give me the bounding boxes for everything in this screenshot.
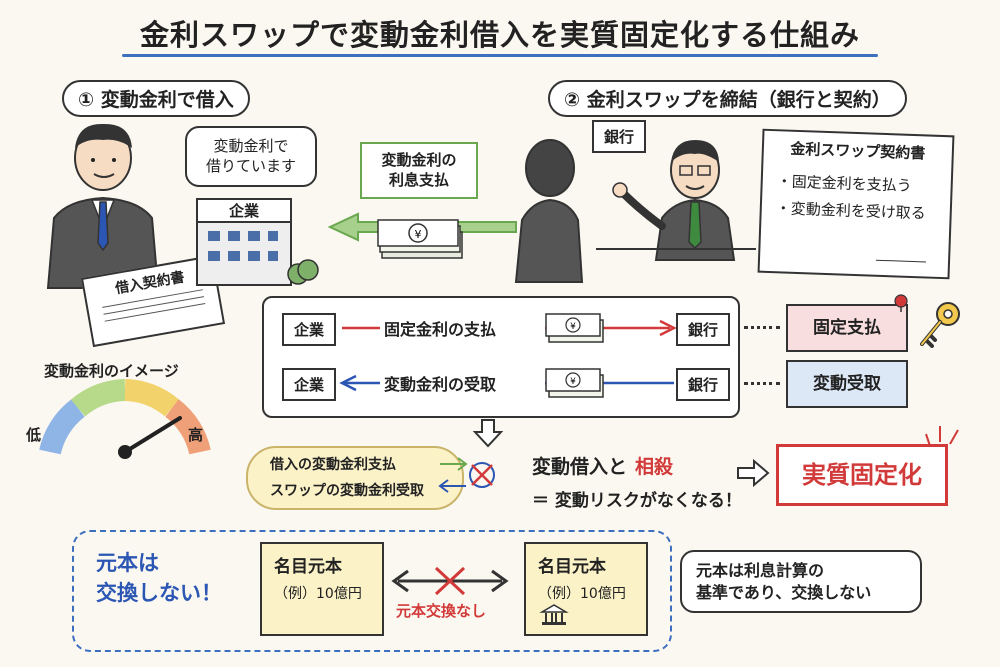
rate-gauge-icon bbox=[39, 379, 211, 459]
flow-row1-company: 企業 bbox=[282, 313, 337, 346]
svg-text:¥: ¥ bbox=[570, 322, 576, 332]
flow-row1-bank: 銀行 bbox=[676, 313, 731, 346]
dotted-leader bbox=[744, 382, 780, 385]
flow-row1-text: 固定金利の支払 bbox=[384, 320, 497, 339]
step2-label: ② 金利スワップを締結（銀行と契約） bbox=[548, 80, 907, 117]
down-arrow-icon bbox=[472, 419, 504, 448]
svg-text:¥: ¥ bbox=[570, 377, 576, 387]
banker-illustration bbox=[612, 140, 736, 261]
swap-contract: 金利スワップ契約書 ・固定金利を支払う ・変動金利を受け取る bbox=[757, 128, 955, 280]
payment-line: 利息支払 bbox=[388, 171, 449, 190]
bubble-line: 基準であり、交換しない bbox=[696, 582, 872, 602]
pushpin-icon bbox=[894, 294, 908, 312]
key-icon bbox=[920, 302, 960, 348]
money-stack-icon: ¥ bbox=[377, 219, 463, 259]
no-exchange-label: 元本交換なし bbox=[396, 602, 487, 620]
offset-line2: ＝ 変動リスクがなくなる！ bbox=[532, 491, 742, 511]
gauge-title: 変動金利のイメージ bbox=[44, 362, 179, 380]
money-stack-icon: ¥ bbox=[545, 368, 604, 398]
cloud-line: 借入の変動金利支払 bbox=[270, 457, 396, 473]
result-badge: 実質固定化 bbox=[776, 444, 948, 506]
building-windows bbox=[208, 231, 278, 261]
notional-card-title: 名目元本 bbox=[274, 557, 342, 577]
offset-cross-icon bbox=[438, 457, 495, 493]
notional-label-line: 交換しない！ bbox=[96, 581, 222, 606]
company-building: 企業 bbox=[196, 198, 292, 286]
flow-row2-bank: 銀行 bbox=[676, 368, 731, 401]
svg-text:¥: ¥ bbox=[415, 228, 422, 241]
money-stack-icon: ¥ bbox=[545, 313, 604, 343]
notional-card-company: 名目元本 （例）10億円 bbox=[260, 542, 384, 636]
flow-row2-text: 変動金利の受取 bbox=[384, 375, 497, 394]
dotted-leader bbox=[744, 326, 780, 329]
notional-speech-bubble: 元本は利息計算の 基準であり、交換しない bbox=[680, 550, 922, 614]
bubble-line: 元本は利息計算の bbox=[696, 561, 825, 580]
bank-sign: 銀行 bbox=[592, 120, 647, 153]
speech-line: 借りています bbox=[205, 157, 296, 176]
offset-cloud: 借入の変動金利支払 スワップの変動金利受取 bbox=[246, 446, 464, 510]
variable-receive-tag: 変動受取 bbox=[786, 360, 908, 408]
bush-icon bbox=[287, 259, 319, 285]
swap-contract-title: 金利スワップ契約書 bbox=[790, 139, 926, 163]
notional-box bbox=[72, 530, 672, 652]
emphasis-marks-icon bbox=[925, 426, 959, 447]
company-sign: 企業 bbox=[198, 200, 290, 223]
client-back-illustration bbox=[514, 139, 584, 283]
notional-card-title: 名目元本 bbox=[538, 557, 606, 577]
notional-left-label: 元本は 交換しない！ bbox=[96, 548, 222, 609]
page-title: 金利スワップで変動金利借入を実質固定化する仕組み bbox=[139, 18, 860, 52]
cloud-line: スワップの変動金利受取 bbox=[270, 483, 424, 499]
notional-card-value: （例）10億円 bbox=[538, 586, 626, 602]
offset-line1: 変動借入と相殺 bbox=[532, 452, 673, 479]
flow-row2-company: 企業 bbox=[282, 368, 337, 401]
notional-card-value: （例）10億円 bbox=[274, 586, 362, 602]
counter-line bbox=[596, 248, 756, 250]
title-underline bbox=[122, 54, 878, 57]
businessman-illustration bbox=[46, 123, 160, 289]
step1-label: ① 変動金利で借入 bbox=[62, 80, 250, 117]
fixed-pay-tag: 固定支払 bbox=[786, 304, 908, 352]
speech-line: 変動金利で bbox=[213, 137, 289, 155]
gauge-high-label: 高 bbox=[188, 426, 204, 444]
no-exchange-arrow-icon bbox=[391, 566, 509, 596]
offset-keyword: 相殺 bbox=[635, 456, 674, 478]
notional-label-line: 元本は bbox=[96, 551, 159, 575]
offset-line1-a: 変動借入と bbox=[532, 456, 628, 478]
right-arrow-icon bbox=[737, 458, 770, 488]
signature-line bbox=[876, 259, 927, 263]
notional-card-bank: 名目元本 （例）10億円 bbox=[524, 542, 648, 636]
gauge-low-label: 低 bbox=[26, 426, 42, 444]
flow-box bbox=[262, 296, 740, 418]
step1-speech-bubble: 変動金利で 借りています bbox=[185, 126, 317, 187]
contract-item: ・変動金利を受け取る bbox=[775, 199, 927, 223]
bank-building-icon bbox=[539, 604, 569, 625]
payment-label-box: 変動金利の 利息支払 bbox=[360, 142, 478, 199]
payment-line: 変動金利の bbox=[381, 151, 457, 169]
